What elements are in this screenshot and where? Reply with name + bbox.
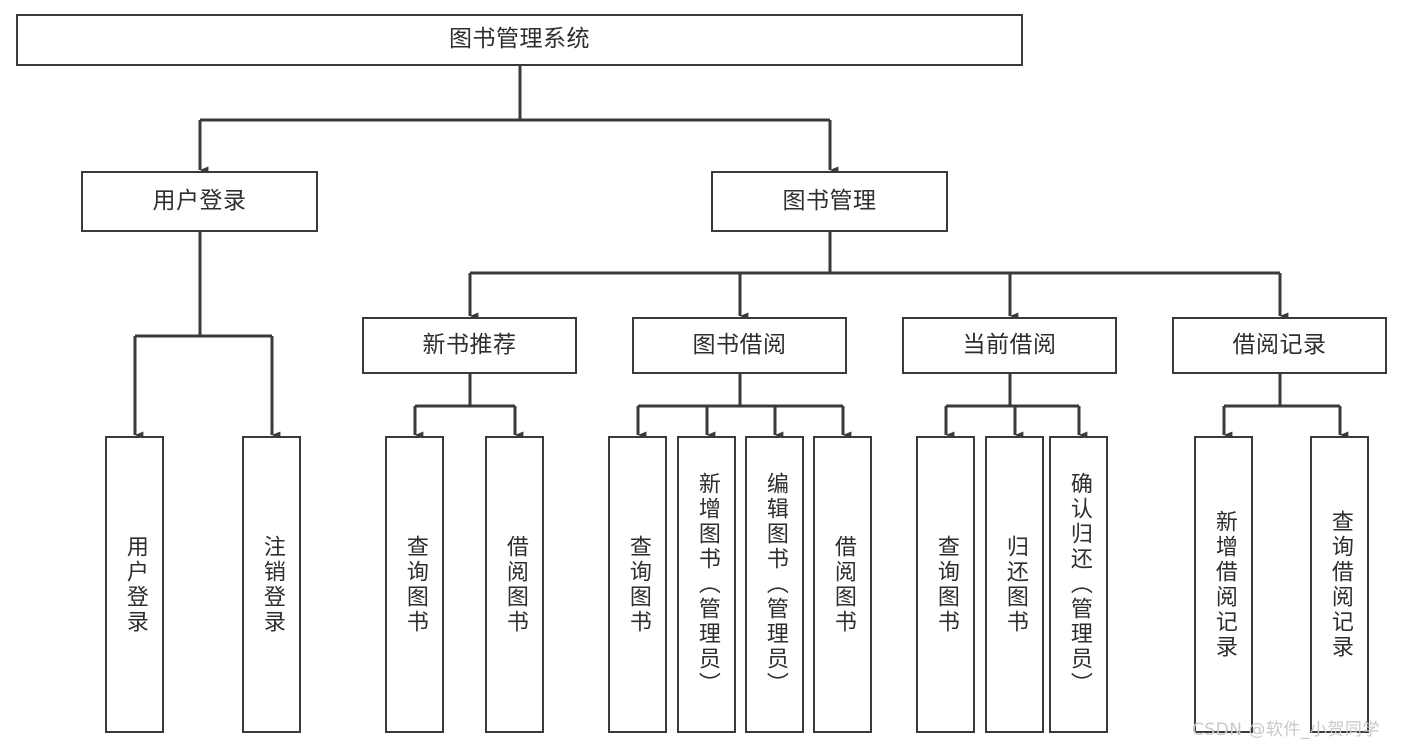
csdn-watermark: CSDN @软件_小贺同学 xyxy=(1192,720,1380,740)
node-leaf-logout[interactable]: 注销登录 xyxy=(242,436,301,733)
node-leaf-query-book-borrow-label: 查询图书 xyxy=(625,534,651,635)
node-current-borrow[interactable]: 当前借阅 xyxy=(902,317,1117,374)
node-leaf-confirm-return-admin-label: 确认归还（管理员） xyxy=(1066,472,1092,697)
node-leaf-query-borrow-record[interactable]: 查询借阅记录 xyxy=(1310,436,1369,733)
node-current-borrow-label: 当前借阅 xyxy=(962,331,1057,358)
node-leaf-add-book-admin-label: 新增图书（管理员） xyxy=(694,472,720,697)
node-leaf-logout-label: 注销登录 xyxy=(259,534,285,635)
node-leaf-edit-book-admin[interactable]: 编辑图书（管理员） xyxy=(745,436,804,733)
node-leaf-confirm-return-admin[interactable]: 确认归还（管理员） xyxy=(1049,436,1108,733)
node-leaf-borrow-book-recommend[interactable]: 借阅图书 xyxy=(485,436,544,733)
node-borrow-record-label: 借阅记录 xyxy=(1232,331,1327,358)
node-leaf-add-borrow-record-label: 新增借阅记录 xyxy=(1211,509,1237,660)
node-new-book-recommend-label: 新书推荐 xyxy=(422,331,517,358)
node-leaf-query-borrow-record-label: 查询借阅记录 xyxy=(1327,509,1353,660)
node-leaf-edit-book-admin-label: 编辑图书（管理员） xyxy=(762,472,788,697)
node-leaf-query-book-borrow[interactable]: 查询图书 xyxy=(608,436,667,733)
node-book-borrow[interactable]: 图书借阅 xyxy=(632,317,847,374)
node-leaf-add-borrow-record[interactable]: 新增借阅记录 xyxy=(1194,436,1253,733)
node-leaf-query-book-recommend-label: 查询图书 xyxy=(402,534,428,635)
node-leaf-user-login[interactable]: 用户登录 xyxy=(105,436,164,733)
node-root[interactable]: 图书管理系统 xyxy=(16,14,1023,66)
node-root-label: 图书管理系统 xyxy=(449,26,590,53)
node-leaf-query-book-recommend[interactable]: 查询图书 xyxy=(385,436,444,733)
node-leaf-user-login-label: 用户登录 xyxy=(122,534,148,635)
node-new-book-recommend[interactable]: 新书推荐 xyxy=(362,317,577,374)
node-leaf-borrow-book-label: 借阅图书 xyxy=(830,534,856,635)
node-leaf-return-book[interactable]: 归还图书 xyxy=(985,436,1044,733)
node-leaf-borrow-book[interactable]: 借阅图书 xyxy=(813,436,872,733)
node-book-management[interactable]: 图书管理 xyxy=(711,171,948,232)
node-leaf-return-book-label: 归还图书 xyxy=(1002,534,1028,635)
node-leaf-query-book-current[interactable]: 查询图书 xyxy=(916,436,975,733)
node-leaf-add-book-admin[interactable]: 新增图书（管理员） xyxy=(677,436,736,733)
node-book-management-label: 图书管理 xyxy=(782,187,877,214)
node-book-borrow-label: 图书借阅 xyxy=(692,331,787,358)
node-user-login-label: 用户登录 xyxy=(152,187,247,214)
node-leaf-borrow-book-recommend-label: 借阅图书 xyxy=(502,534,528,635)
node-borrow-record[interactable]: 借阅记录 xyxy=(1172,317,1387,374)
node-user-login[interactable]: 用户登录 xyxy=(81,171,318,232)
node-leaf-query-book-current-label: 查询图书 xyxy=(933,534,959,635)
